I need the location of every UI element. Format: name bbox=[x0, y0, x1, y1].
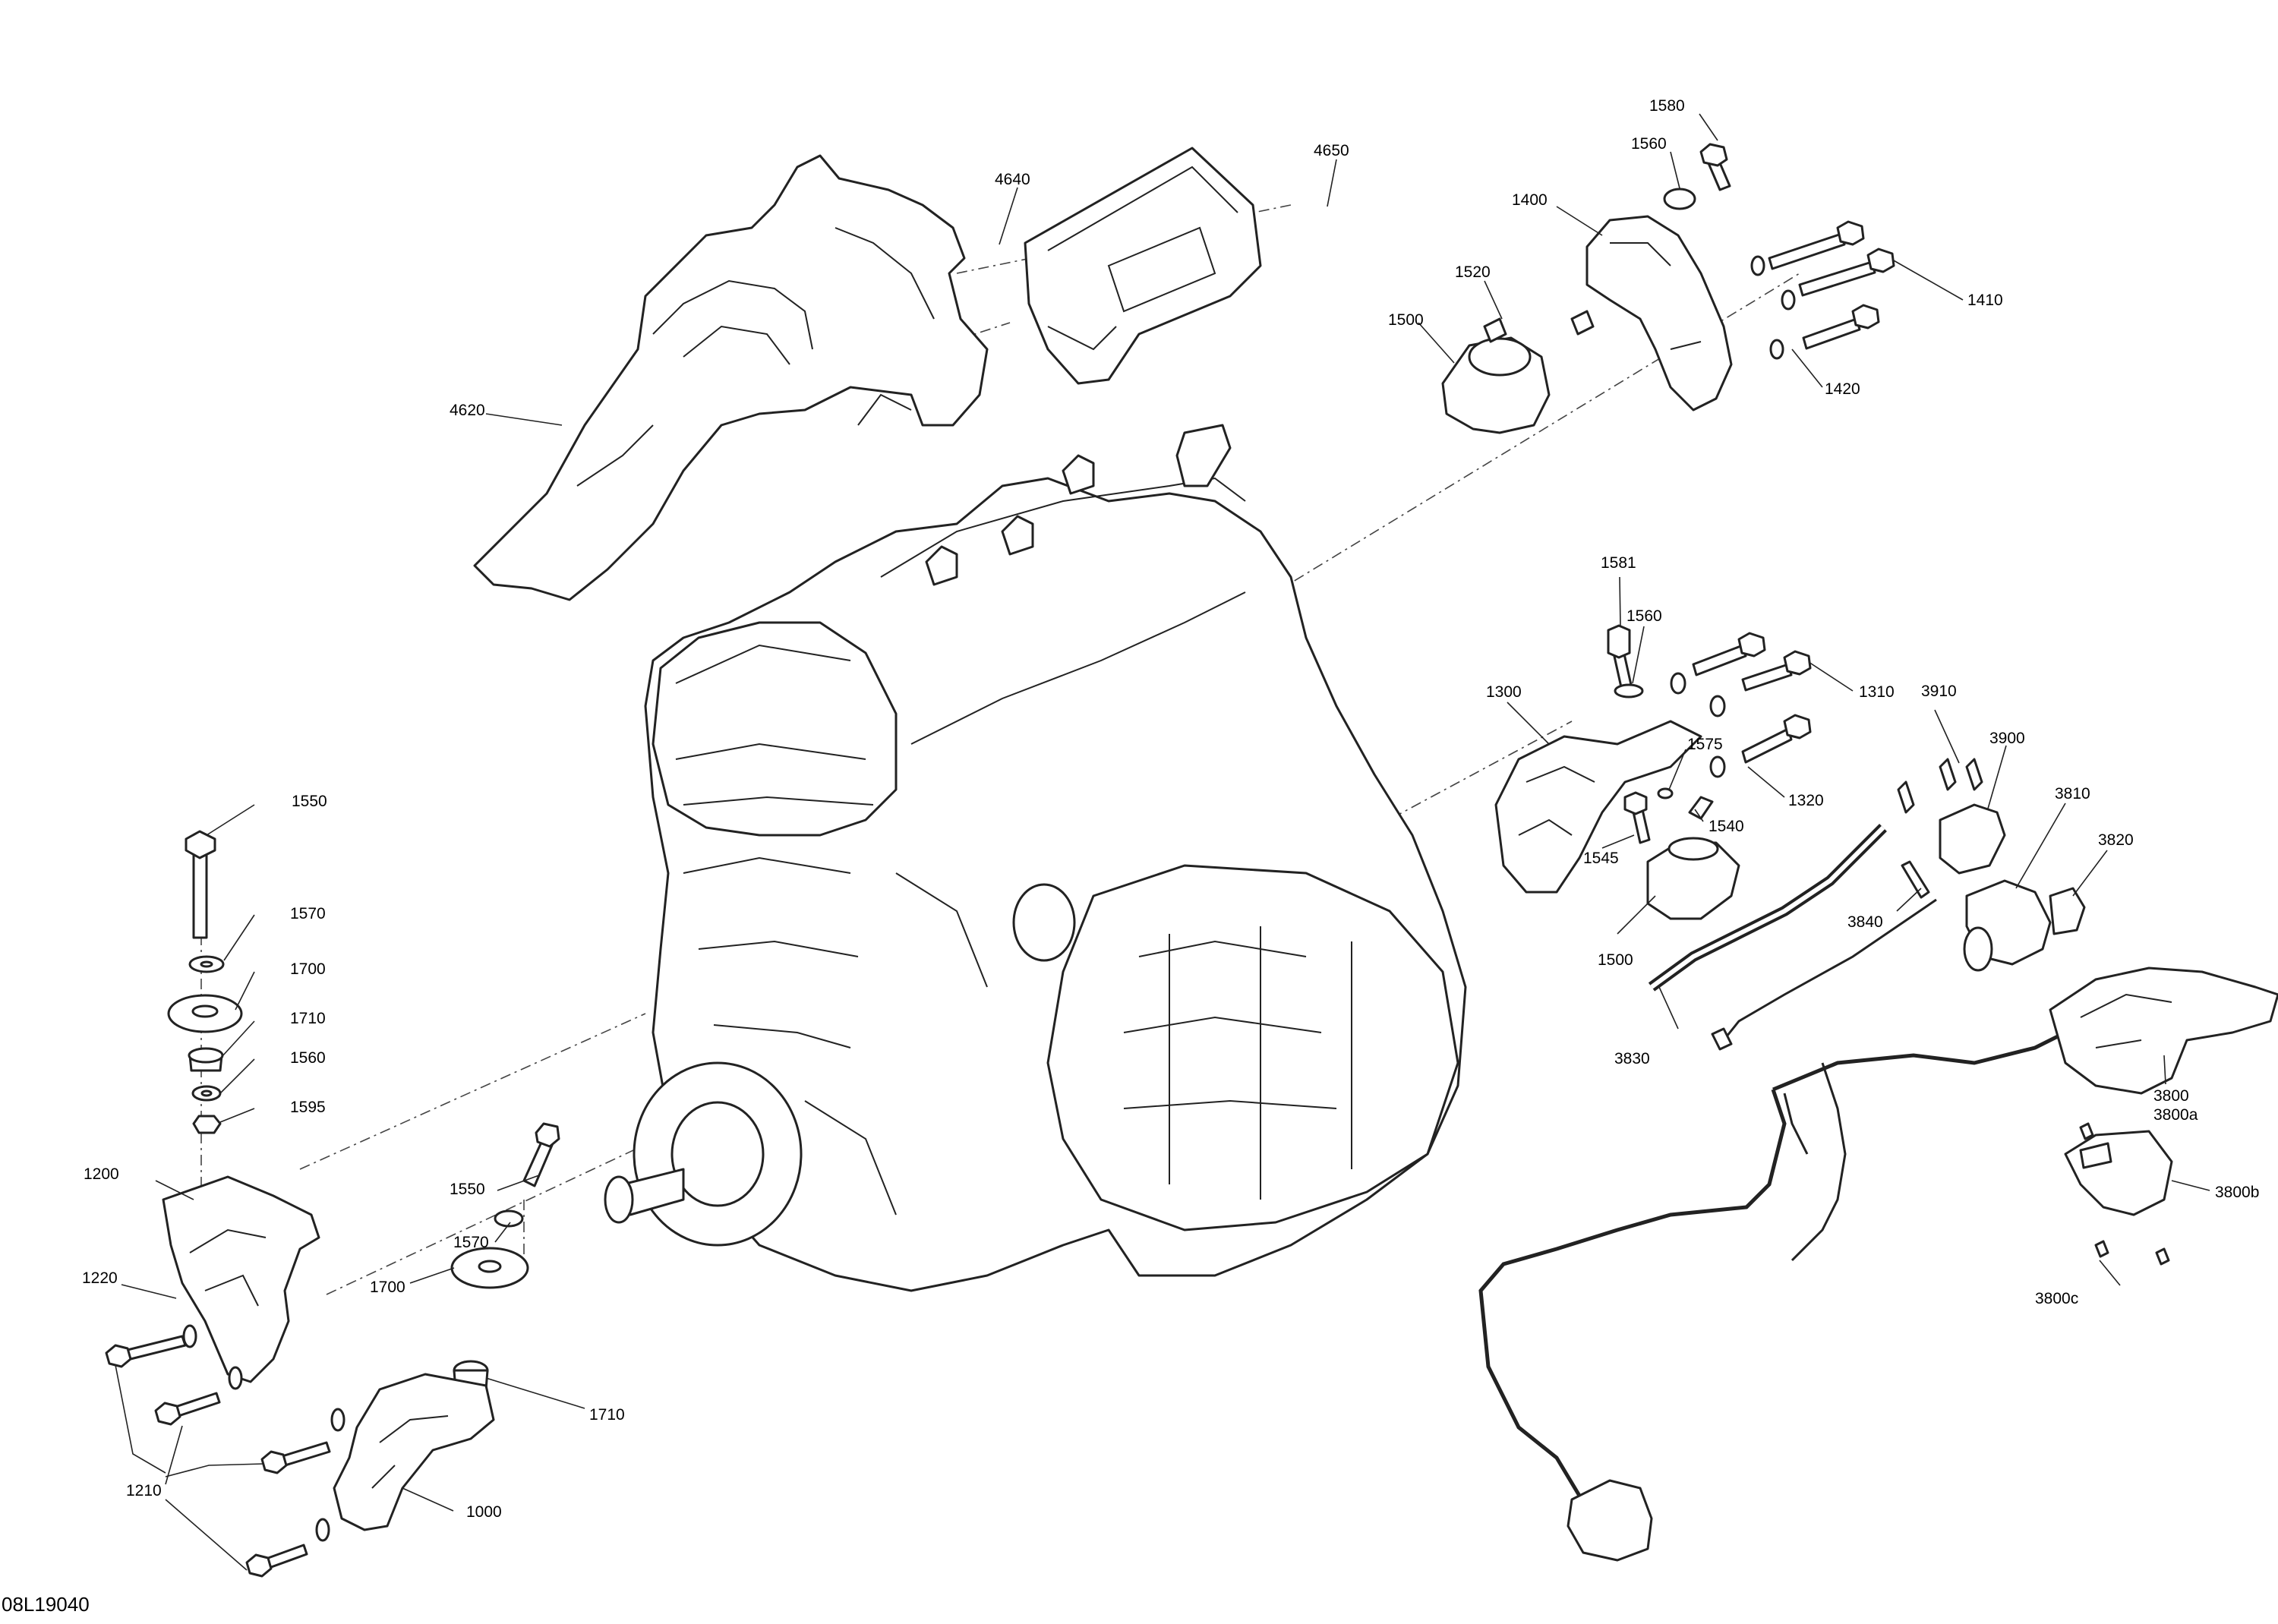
callout-3840: 3840 bbox=[1847, 913, 1883, 931]
throttle-and-harness-group bbox=[1478, 758, 2278, 1562]
left-mount-bolts bbox=[105, 1324, 345, 1578]
engine-assembly bbox=[604, 424, 1467, 1292]
callout-3800b: 3800b bbox=[2215, 1184, 2259, 1201]
callout-1570: 1570 bbox=[453, 1234, 489, 1251]
figure-id: 08L19040 bbox=[2, 1593, 90, 1616]
callout-4640: 4640 bbox=[995, 171, 1030, 188]
callout-1560: 1560 bbox=[1626, 607, 1662, 625]
callout-1200: 1200 bbox=[84, 1165, 119, 1183]
callout-1560: 1560 bbox=[1631, 135, 1667, 153]
callout-4620: 4620 bbox=[450, 402, 485, 419]
callout-1595: 1595 bbox=[290, 1099, 326, 1116]
callout-4650: 4650 bbox=[1314, 142, 1349, 159]
ecm-module bbox=[1024, 147, 1262, 385]
callout-1300: 1300 bbox=[1486, 683, 1522, 701]
callout-1320: 1320 bbox=[1788, 792, 1824, 809]
callout-1220: 1220 bbox=[82, 1269, 118, 1287]
callout-3910: 3910 bbox=[1921, 683, 1957, 700]
callout-1210: 1210 bbox=[126, 1482, 162, 1499]
callout-1540: 1540 bbox=[1708, 818, 1744, 835]
callout-3900: 3900 bbox=[1989, 730, 2025, 747]
left-engine-mount-stack bbox=[167, 830, 243, 1134]
callout-1500: 1500 bbox=[1598, 951, 1633, 969]
callout-3810: 3810 bbox=[2055, 785, 2090, 803]
callout-leaders bbox=[115, 113, 2210, 1571]
callout-1400: 1400 bbox=[1512, 191, 1548, 209]
callout-labels: 1550 1570 1700 1710 1560 1595 1200 1220 … bbox=[82, 97, 2259, 1521]
callout-1580: 1580 bbox=[1649, 97, 1685, 115]
callout-1550: 1550 bbox=[450, 1181, 485, 1198]
callout-1420: 1420 bbox=[1825, 380, 1860, 398]
callout-1710: 1710 bbox=[589, 1406, 625, 1424]
callout-1700: 1700 bbox=[370, 1279, 405, 1296]
callout-1581: 1581 bbox=[1601, 554, 1636, 572]
callout-3830: 3830 bbox=[1614, 1050, 1650, 1067]
callout-1710: 1710 bbox=[290, 1010, 326, 1027]
callout-1545: 1545 bbox=[1583, 850, 1619, 867]
callout-1550: 1550 bbox=[292, 793, 327, 810]
callout-3800a: 3800a bbox=[2153, 1106, 2198, 1124]
right-top-mount bbox=[1441, 143, 1895, 434]
left-mount-bracket bbox=[162, 1175, 320, 1383]
callout-1560: 1560 bbox=[290, 1049, 326, 1067]
callout-3800c: 3800c bbox=[2035, 1290, 2078, 1307]
callout-1520: 1520 bbox=[1455, 263, 1491, 281]
callout-3800: 3800 bbox=[2153, 1087, 2189, 1105]
callout-1570: 1570 bbox=[290, 905, 326, 922]
callout-1410: 1410 bbox=[1967, 292, 2003, 309]
callout-3820: 3820 bbox=[2098, 831, 2134, 849]
right-middle-mount bbox=[1494, 624, 1812, 920]
front-engine-mount bbox=[333, 1122, 560, 1531]
callout-1700: 1700 bbox=[290, 960, 326, 978]
callout-1310: 1310 bbox=[1859, 683, 1895, 701]
ecm-support-bracket bbox=[473, 154, 989, 601]
callout-1000: 1000 bbox=[466, 1503, 502, 1521]
callout-1500: 1500 bbox=[1388, 311, 1424, 329]
callout-1575: 1575 bbox=[1687, 736, 1723, 753]
